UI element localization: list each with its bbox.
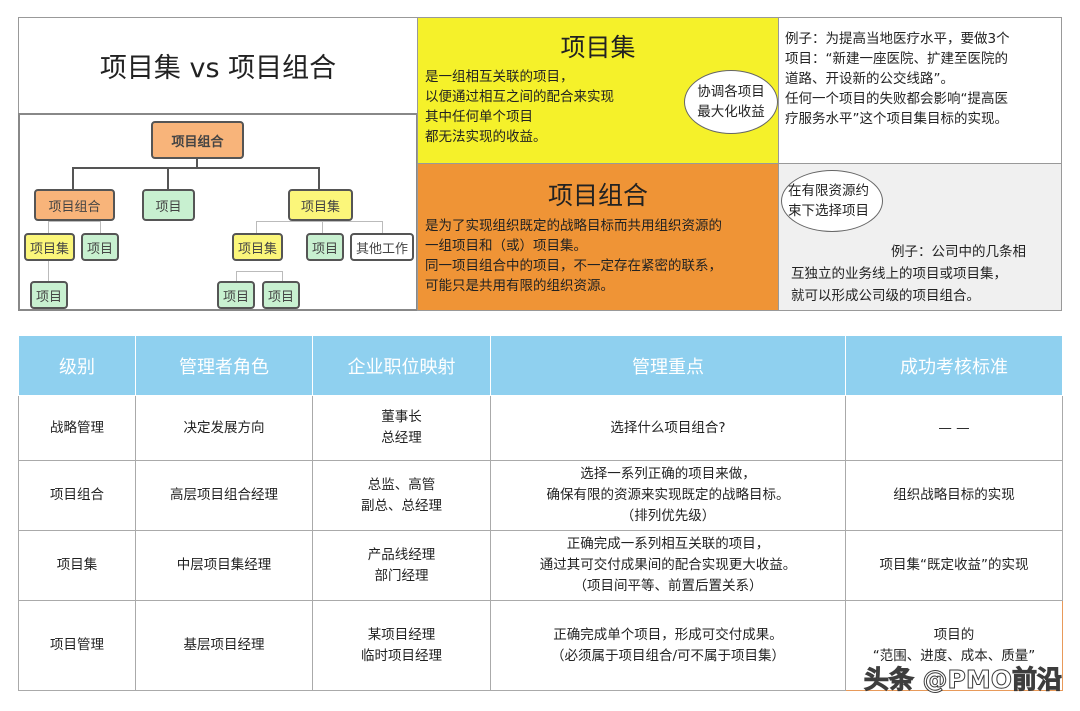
text-line: 道路、开设新的公交线路”。 — [785, 71, 954, 87]
text-line: 以便通过相互之间的配合来实现 — [425, 89, 614, 105]
table-cell: 产品线经理部门经理 — [312, 530, 491, 601]
management-levels-table: 级别 管理者角色 企业职位映射 管理重点 成功考核标准 战略管理决定发展方向董事… — [18, 335, 1063, 691]
cell-line: 部门经理 — [374, 567, 429, 584]
table-cell: 高层项目组合经理 — [135, 460, 313, 531]
text-line: 都无法实现的收益。 — [425, 129, 547, 145]
org-node: 项目 — [30, 281, 68, 309]
table-cell: 决定发展方向 — [135, 395, 313, 461]
table-cell: 项目的 “范围、进度、成本、质量” — [845, 600, 1063, 691]
program-example: 例子：为提高当地医疗水平，要做3个 项目：“新建一座医院、扩建至医院的 道路、开… — [778, 17, 1062, 164]
table-cell: 中层项目集经理 — [135, 530, 313, 601]
text-line: 协调各项目 — [697, 84, 765, 100]
cell-line: （项目间平等、前置后置关系） — [573, 578, 763, 594]
cell-line: （必须属于项目组合/可不属于项目集） — [550, 647, 786, 664]
org-node: 项目集 — [232, 233, 283, 261]
table-cell: 正确完成一系列相互关联的项目， 通过其可交付成果间的配合实现更大收益。 （项目间平等… — [490, 530, 846, 601]
org-node: 项目 — [142, 189, 195, 221]
table-cell: 某项目经理临时项目经理 — [312, 600, 491, 691]
header-cell: 管理者角色 — [135, 335, 313, 396]
example-text: 例子：为提高当地医疗水平，要做3个 项目：“新建一座医院、扩建至医院的 道路、开… — [785, 29, 1010, 129]
text-line: 在有限资源约 — [788, 183, 869, 199]
table-cell: 选择什么项目组合? — [490, 395, 846, 461]
org-node-root: 项目组合 — [151, 121, 244, 159]
table-row: 项目组合高层项目组合经理总监、高管副总、总经理选择一系列正确的项目来做，确保有限… — [18, 460, 1063, 531]
cell-line: 副总、总经理 — [361, 497, 442, 514]
table-cell: 董事长总经理 — [312, 395, 491, 461]
table-cell: 项目集 — [18, 530, 136, 601]
text-line: 例子：为提高当地医疗水平，要做3个 — [785, 31, 1010, 47]
portfolio-example: 在有限资源约束下选择项目 例子：公司中的几条相 互独立的业务线上的项目或项目集，… — [778, 163, 1062, 311]
program-heading: 项目集 — [560, 33, 636, 62]
text-line: 一组项目和（或）项目集。 — [425, 238, 587, 254]
table-cell: 选择一系列正确的项目来做， 确保有限的资源来实现既定的战略目标。 （排列优先级） — [490, 460, 846, 531]
table-row: 项目管理基层项目经理某项目经理临时项目经理正确完成单个项目，形成可交付成果。（必… — [18, 600, 1063, 691]
cell-line: 董事长 — [381, 409, 422, 425]
text-line: 项目：“新建一座医院、扩建至医院的 — [785, 51, 1008, 67]
org-node: 项目 — [81, 233, 119, 261]
org-node: 其他工作 — [350, 233, 414, 261]
table-cell: 项目管理 — [18, 600, 136, 691]
cell-line: 选择什么项目组合? — [610, 419, 726, 436]
org-node: 项目 — [262, 281, 300, 309]
portfolio-definition: 项目组合 是为了实现组织既定的战略目标而共用组织资源的 一组项目和（或）项目集。… — [417, 163, 779, 311]
text-line: 任何一个项目的失败都会影响“提高医 — [785, 91, 1008, 107]
cell-line: 产品线经理 — [367, 546, 436, 563]
text-line: 互独立的业务线上的项目或项目集， — [791, 266, 1007, 282]
cell-line: 临时项目经理 — [361, 647, 442, 664]
cell-line: 总监、高管 — [367, 476, 436, 493]
cell-line: 选择一系列正确的项目来做， — [580, 466, 756, 482]
text-line: 可能只是共用有限的组织资源。 — [425, 278, 614, 294]
text-line: 束下选择项目 — [788, 203, 869, 219]
table-cell: — — — [845, 395, 1063, 461]
org-chart: 项目组合 项目组合 项目 项目集 项目集 项目 项目 项目集 项目 其他工作 项… — [18, 113, 418, 311]
table-cell: 总监、高管副总、总经理 — [312, 460, 491, 531]
watermark: 头条 @PMO前沿 — [863, 665, 1062, 695]
cell-line: 某项目经理 — [367, 626, 436, 643]
text-line: 就可以形成公司级的项目组合。 — [791, 288, 980, 304]
org-node: 项目组合 — [34, 189, 115, 221]
table-row: 项目集中层项目集经理产品线经理部门经理正确完成一系列相互关联的项目，通过其可交付… — [18, 530, 1063, 601]
text-line: 是为了实现组织既定的战略目标而共用组织资源的 — [425, 218, 722, 234]
cell-line: （排列优先级） — [620, 508, 716, 524]
cell-line: 项目的 — [933, 626, 975, 643]
header-cell: 级别 — [18, 335, 136, 396]
cell-line: 项目集“既定收益”的实现 — [879, 557, 1029, 573]
text-line: 例子：公司中的几条相 — [891, 244, 1026, 260]
header-cell: 管理重点 — [490, 335, 846, 396]
table-cell: 组织战略目标的实现 — [845, 460, 1063, 531]
header-cell: 成功考核标准 — [845, 335, 1063, 396]
table-cell: 项目集“既定收益”的实现 — [845, 530, 1063, 601]
org-node: 项目 — [306, 233, 344, 261]
text-line: 是一组相互关联的项目， — [425, 69, 574, 85]
cell-line: 正确完成单个项目，形成可交付成果。 — [553, 626, 783, 643]
cell-line: 组织战略目标的实现 — [893, 487, 1015, 503]
cell-line: 总经理 — [381, 430, 422, 446]
org-node: 项目集 — [24, 233, 75, 261]
text-line: 同一项目组合中的项目，不一定存在紧密的联系， — [425, 258, 722, 274]
portfolio-oval: 在有限资源约束下选择项目 — [781, 170, 883, 232]
page-title: 项目集 vs 项目组合 — [18, 17, 418, 114]
table-cell: 正确完成单个项目，形成可交付成果。 （必须属于项目组合/可不属于项目集） — [490, 600, 846, 691]
text-line: 最大化收益 — [697, 104, 765, 120]
cell-line: 通过其可交付成果间的配合实现更大收益。 — [539, 557, 797, 573]
cell-line: — — — [938, 419, 970, 436]
org-node: 项目集 — [288, 189, 353, 221]
cell-line: 正确完成一系列相互关联的项目， — [566, 536, 770, 552]
cell-line: “范围、进度、成本、质量” — [872, 647, 1036, 664]
table-cell: 基层项目经理 — [135, 600, 313, 691]
cell-line: 确保有限的资源来实现既定的战略目标。 — [546, 487, 790, 503]
org-node: 项目 — [217, 281, 255, 309]
text-line: 疗服务水平”这个项目集目标的实现。 — [785, 111, 1008, 127]
table-row: 战略管理决定发展方向董事长总经理选择什么项目组合?— — — [18, 395, 1063, 461]
header-cell: 企业职位映射 — [312, 335, 491, 396]
table-header-row: 级别 管理者角色 企业职位映射 管理重点 成功考核标准 — [18, 335, 1063, 396]
portfolio-heading: 项目组合 — [547, 181, 648, 210]
program-definition: 项目集 是一组相互关联的项目， 以便通过相互之间的配合来实现 其中任何单个项目 … — [417, 17, 779, 164]
table-cell: 战略管理 — [18, 395, 136, 461]
text-line: 其中任何单个项目 — [425, 109, 533, 125]
program-text: 是一组相互关联的项目， 以便通过相互之间的配合来实现 其中任何单个项目 都无法实… — [425, 67, 614, 147]
table-cell: 项目组合 — [18, 460, 136, 531]
portfolio-text: 是为了实现组织既定的战略目标而共用组织资源的 一组项目和（或）项目集。 同一项目… — [425, 216, 722, 296]
program-oval: 协调各项目最大化收益 — [684, 70, 778, 134]
